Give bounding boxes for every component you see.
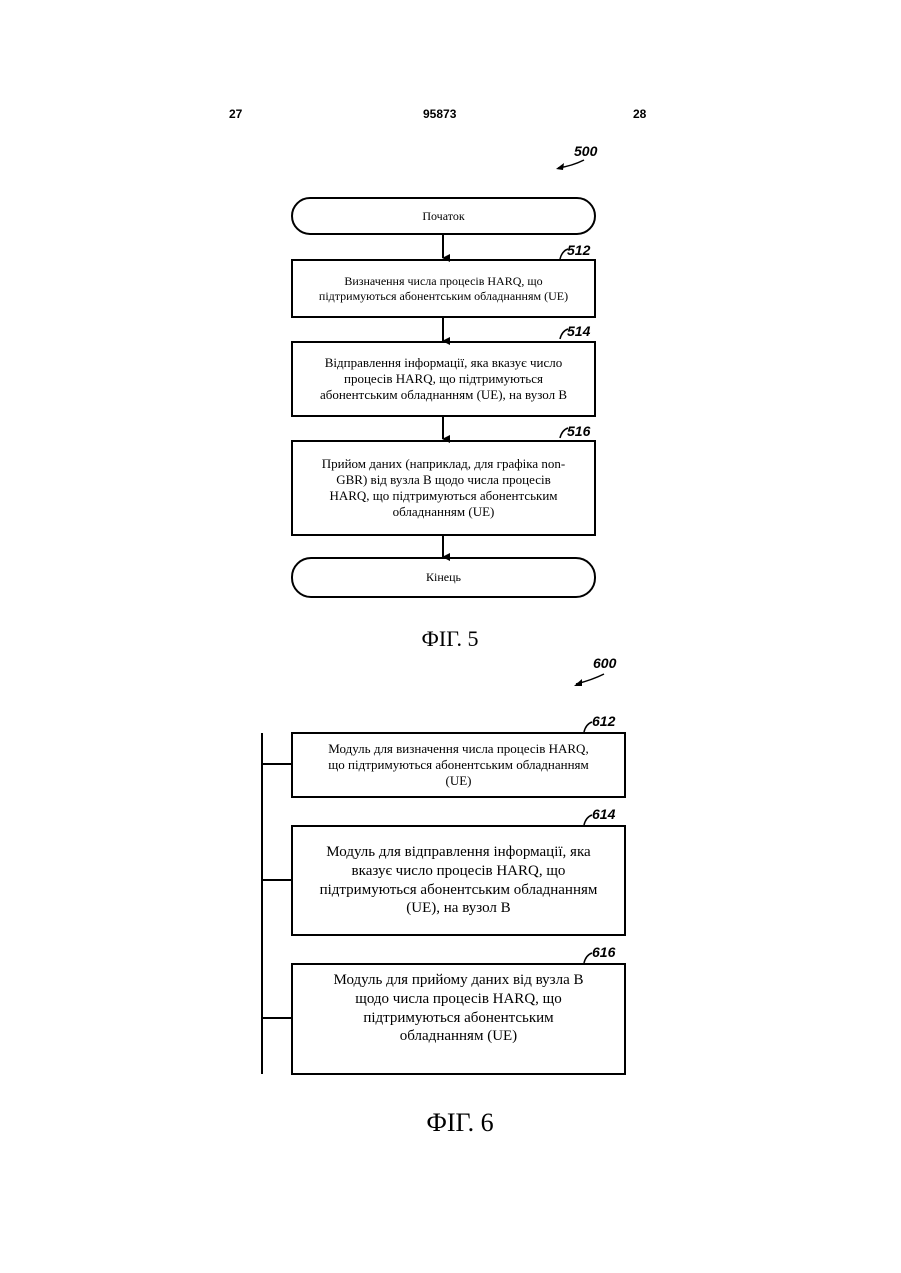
module-614-text: Модуль для відправлення інформації, яка … — [320, 843, 598, 918]
ref-616: 616 — [592, 944, 615, 960]
step-516-box: Прийом даних (наприклад, для графіка non… — [291, 440, 596, 536]
ref-614: 614 — [592, 806, 615, 822]
module-612-box: Модуль для визначення числа процесів HAR… — [291, 732, 626, 798]
step-512-text: Визначення числа процесів HARQ, що підтр… — [319, 274, 568, 304]
step-514-text: Відправлення інформації, яка вказує числ… — [320, 355, 567, 404]
fig5-caption: ФІГ. 5 — [380, 626, 520, 652]
module-616-text: Модуль для прийому даних від вузла В щод… — [333, 971, 583, 1046]
end-terminal: Кінець — [291, 557, 596, 598]
module-612-text: Модуль для визначення числа процесів HAR… — [328, 741, 588, 790]
step-512-box: Визначення числа процесів HARQ, що підтр… — [291, 259, 596, 318]
ref-516: 516 — [567, 423, 590, 439]
ref-600: 600 — [593, 655, 616, 671]
ref-612: 612 — [592, 713, 615, 729]
fig6-caption: ФІГ. 6 — [380, 1108, 540, 1138]
end-label: Кінець — [426, 570, 461, 585]
ref-512: 512 — [567, 242, 590, 258]
module-616-box: Модуль для прийому даних від вузла В щод… — [291, 963, 626, 1075]
module-614-box: Модуль для відправлення інформації, яка … — [291, 825, 626, 936]
leader-614 — [584, 815, 592, 825]
start-label: Початок — [422, 209, 464, 224]
leader-616 — [584, 953, 592, 963]
ref-514: 514 — [567, 323, 590, 339]
step-516-text: Прийом даних (наприклад, для графіка non… — [322, 456, 566, 521]
leader-612 — [584, 722, 592, 732]
step-514-box: Відправлення інформації, яка вказує числ… — [291, 341, 596, 417]
start-terminal: Початок — [291, 197, 596, 235]
ref-500: 500 — [574, 143, 597, 159]
